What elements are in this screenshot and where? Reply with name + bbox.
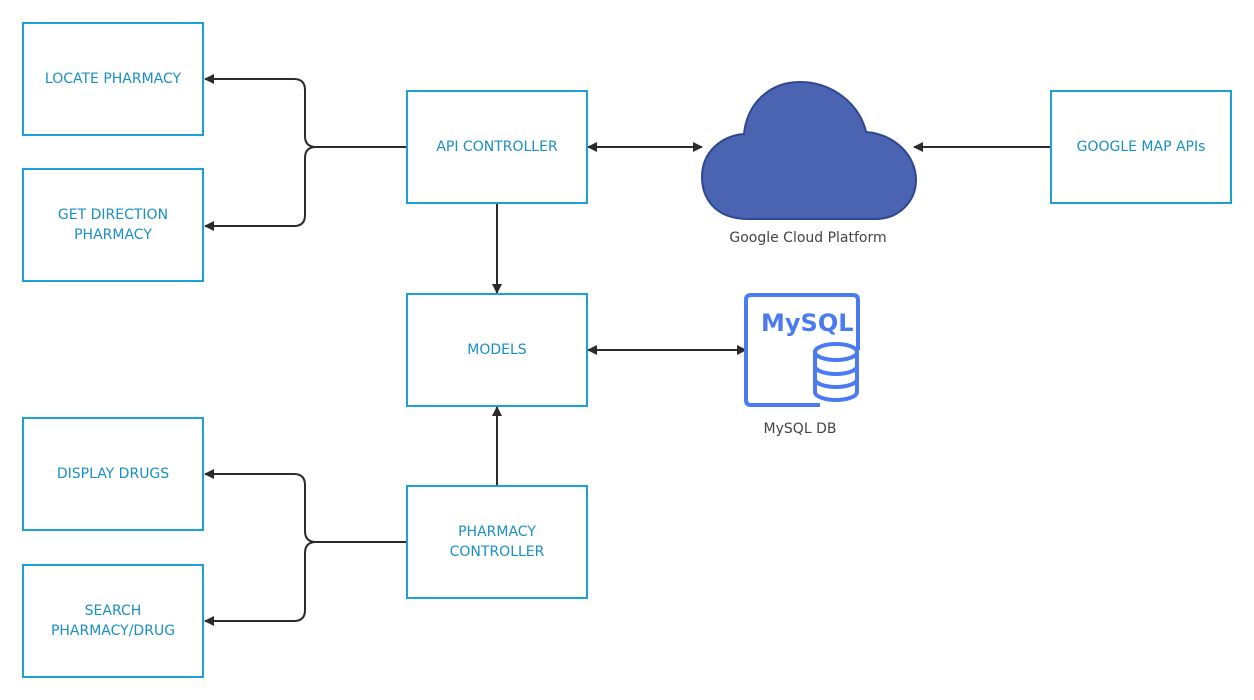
google-map-apis-box: GOOGLE MAP APIs — [1050, 90, 1232, 204]
edge-pharmacy-to-search — [204, 541, 406, 626]
mysql-logo-text: MySQL — [761, 309, 854, 337]
pharmacy-controller-box: PHARMACY CONTROLLER — [406, 485, 588, 599]
display-drugs-label: DISPLAY DRUGS — [56, 466, 170, 482]
get-direction-pharmacy-box: GET DIRECTION PHARMACY — [22, 168, 204, 282]
search-pharmacy-drug-box: SEARCH PHARMACY/DRUG — [22, 564, 204, 678]
pharmacy-controller-label: PHARMACY CONTROLLER — [449, 524, 545, 560]
cloud-icon — [700, 80, 918, 220]
models-box: MODELS — [406, 293, 588, 407]
mysql-database-icon: MySQL — [744, 293, 860, 407]
api-controller-label: API CONTROLLER — [436, 139, 558, 155]
edge-api-to-locate — [204, 74, 406, 148]
api-controller-box: API CONTROLLER — [406, 90, 588, 204]
edge-api-to-getdirection — [204, 146, 406, 231]
get-direction-pharmacy-label: GET DIRECTION PHARMACY — [57, 207, 169, 243]
mysql-db-caption: MySQL DB — [763, 421, 837, 437]
locate-pharmacy-label: LOCATE PHARMACY — [44, 71, 182, 87]
google-map-apis-label: GOOGLE MAP APIs — [1076, 139, 1206, 155]
google-cloud-platform-caption: Google Cloud Platform — [729, 230, 887, 246]
search-pharmacy-drug-label: SEARCH PHARMACY/DRUG — [50, 603, 176, 639]
locate-pharmacy-box: LOCATE PHARMACY — [22, 22, 204, 136]
models-label: MODELS — [467, 342, 527, 358]
display-drugs-box: DISPLAY DRUGS — [22, 417, 204, 531]
edge-pharmacy-to-display — [204, 469, 406, 543]
